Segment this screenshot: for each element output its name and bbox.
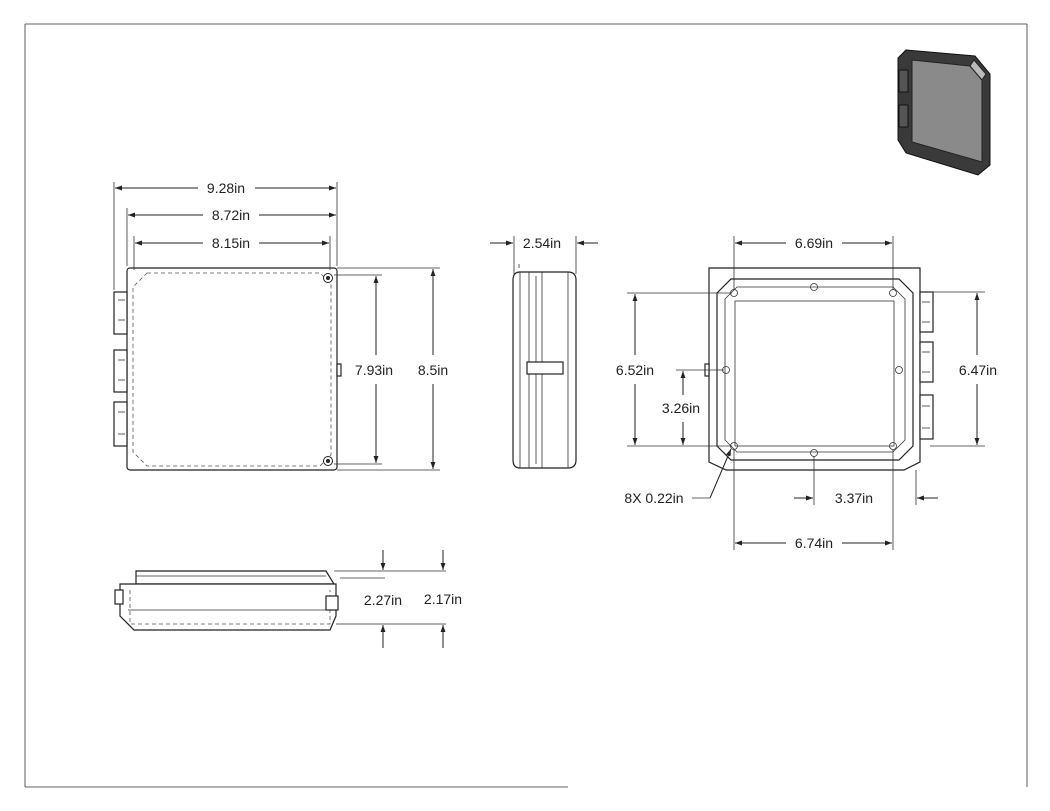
dim-text-9-28: 9.28in xyxy=(207,180,245,196)
front-extension-lines xyxy=(113,182,440,471)
dim-text-7-93: 7.93in xyxy=(355,362,393,378)
sheet-border xyxy=(24,23,1028,788)
dim-back-half-height: 3.26in xyxy=(662,371,700,445)
dim-text-3-26: 3.26in xyxy=(662,400,700,416)
enclosure-iso-image xyxy=(897,49,991,176)
dim-back-mount-height: 6.52in xyxy=(616,294,654,445)
dim-text-8-5: 8.5in xyxy=(418,362,448,378)
bottom-view xyxy=(114,570,339,631)
dim-text-8-15: 8.15in xyxy=(212,235,250,251)
dim-text-6-52: 6.52in xyxy=(616,362,654,378)
dim-text-6-74: 6.74in xyxy=(795,535,833,551)
dim-text-6-69: 6.69in xyxy=(795,235,833,251)
side-view xyxy=(512,264,577,469)
dim-front-lid-height: 7.93in xyxy=(355,276,393,463)
dim-text-2-54: 2.54in xyxy=(523,235,561,251)
dim-bottom-height-a: 2.27in xyxy=(364,550,402,648)
dim-text-2-17: 2.17in xyxy=(424,591,462,607)
front-view xyxy=(113,267,342,471)
dim-text-3-37: 3.37in xyxy=(835,490,873,506)
dim-front-body-width: 8.72in xyxy=(128,207,336,223)
dim-mount-holes: 8X 0.22in xyxy=(624,448,732,506)
dim-front-lid-width: 8.15in xyxy=(135,235,329,251)
dim-back-mount-width-bottom: 6.74in xyxy=(735,535,892,551)
dim-text-2-27: 2.27in xyxy=(364,592,402,608)
back-view xyxy=(704,267,934,471)
dim-front-overall-width: 9.28in xyxy=(115,180,336,196)
dim-bottom-height-b: 2.17in xyxy=(424,550,462,648)
dim-back-mount-width-top: 6.69in xyxy=(735,235,892,251)
dim-text-6-47: 6.47in xyxy=(959,362,997,378)
dim-front-overall-height: 8.5in xyxy=(418,269,448,469)
dim-side-depth: 2.54in xyxy=(490,235,598,274)
dim-back-inner-height: 6.47in xyxy=(959,293,997,445)
dim-text-8-72: 8.72in xyxy=(212,207,250,223)
back-extension-lines xyxy=(627,236,985,550)
dim-back-half-width: 3.37in xyxy=(794,490,938,506)
bottom-extension-lines xyxy=(334,570,446,625)
dim-text-8x-0-22: 8X 0.22in xyxy=(624,490,683,506)
